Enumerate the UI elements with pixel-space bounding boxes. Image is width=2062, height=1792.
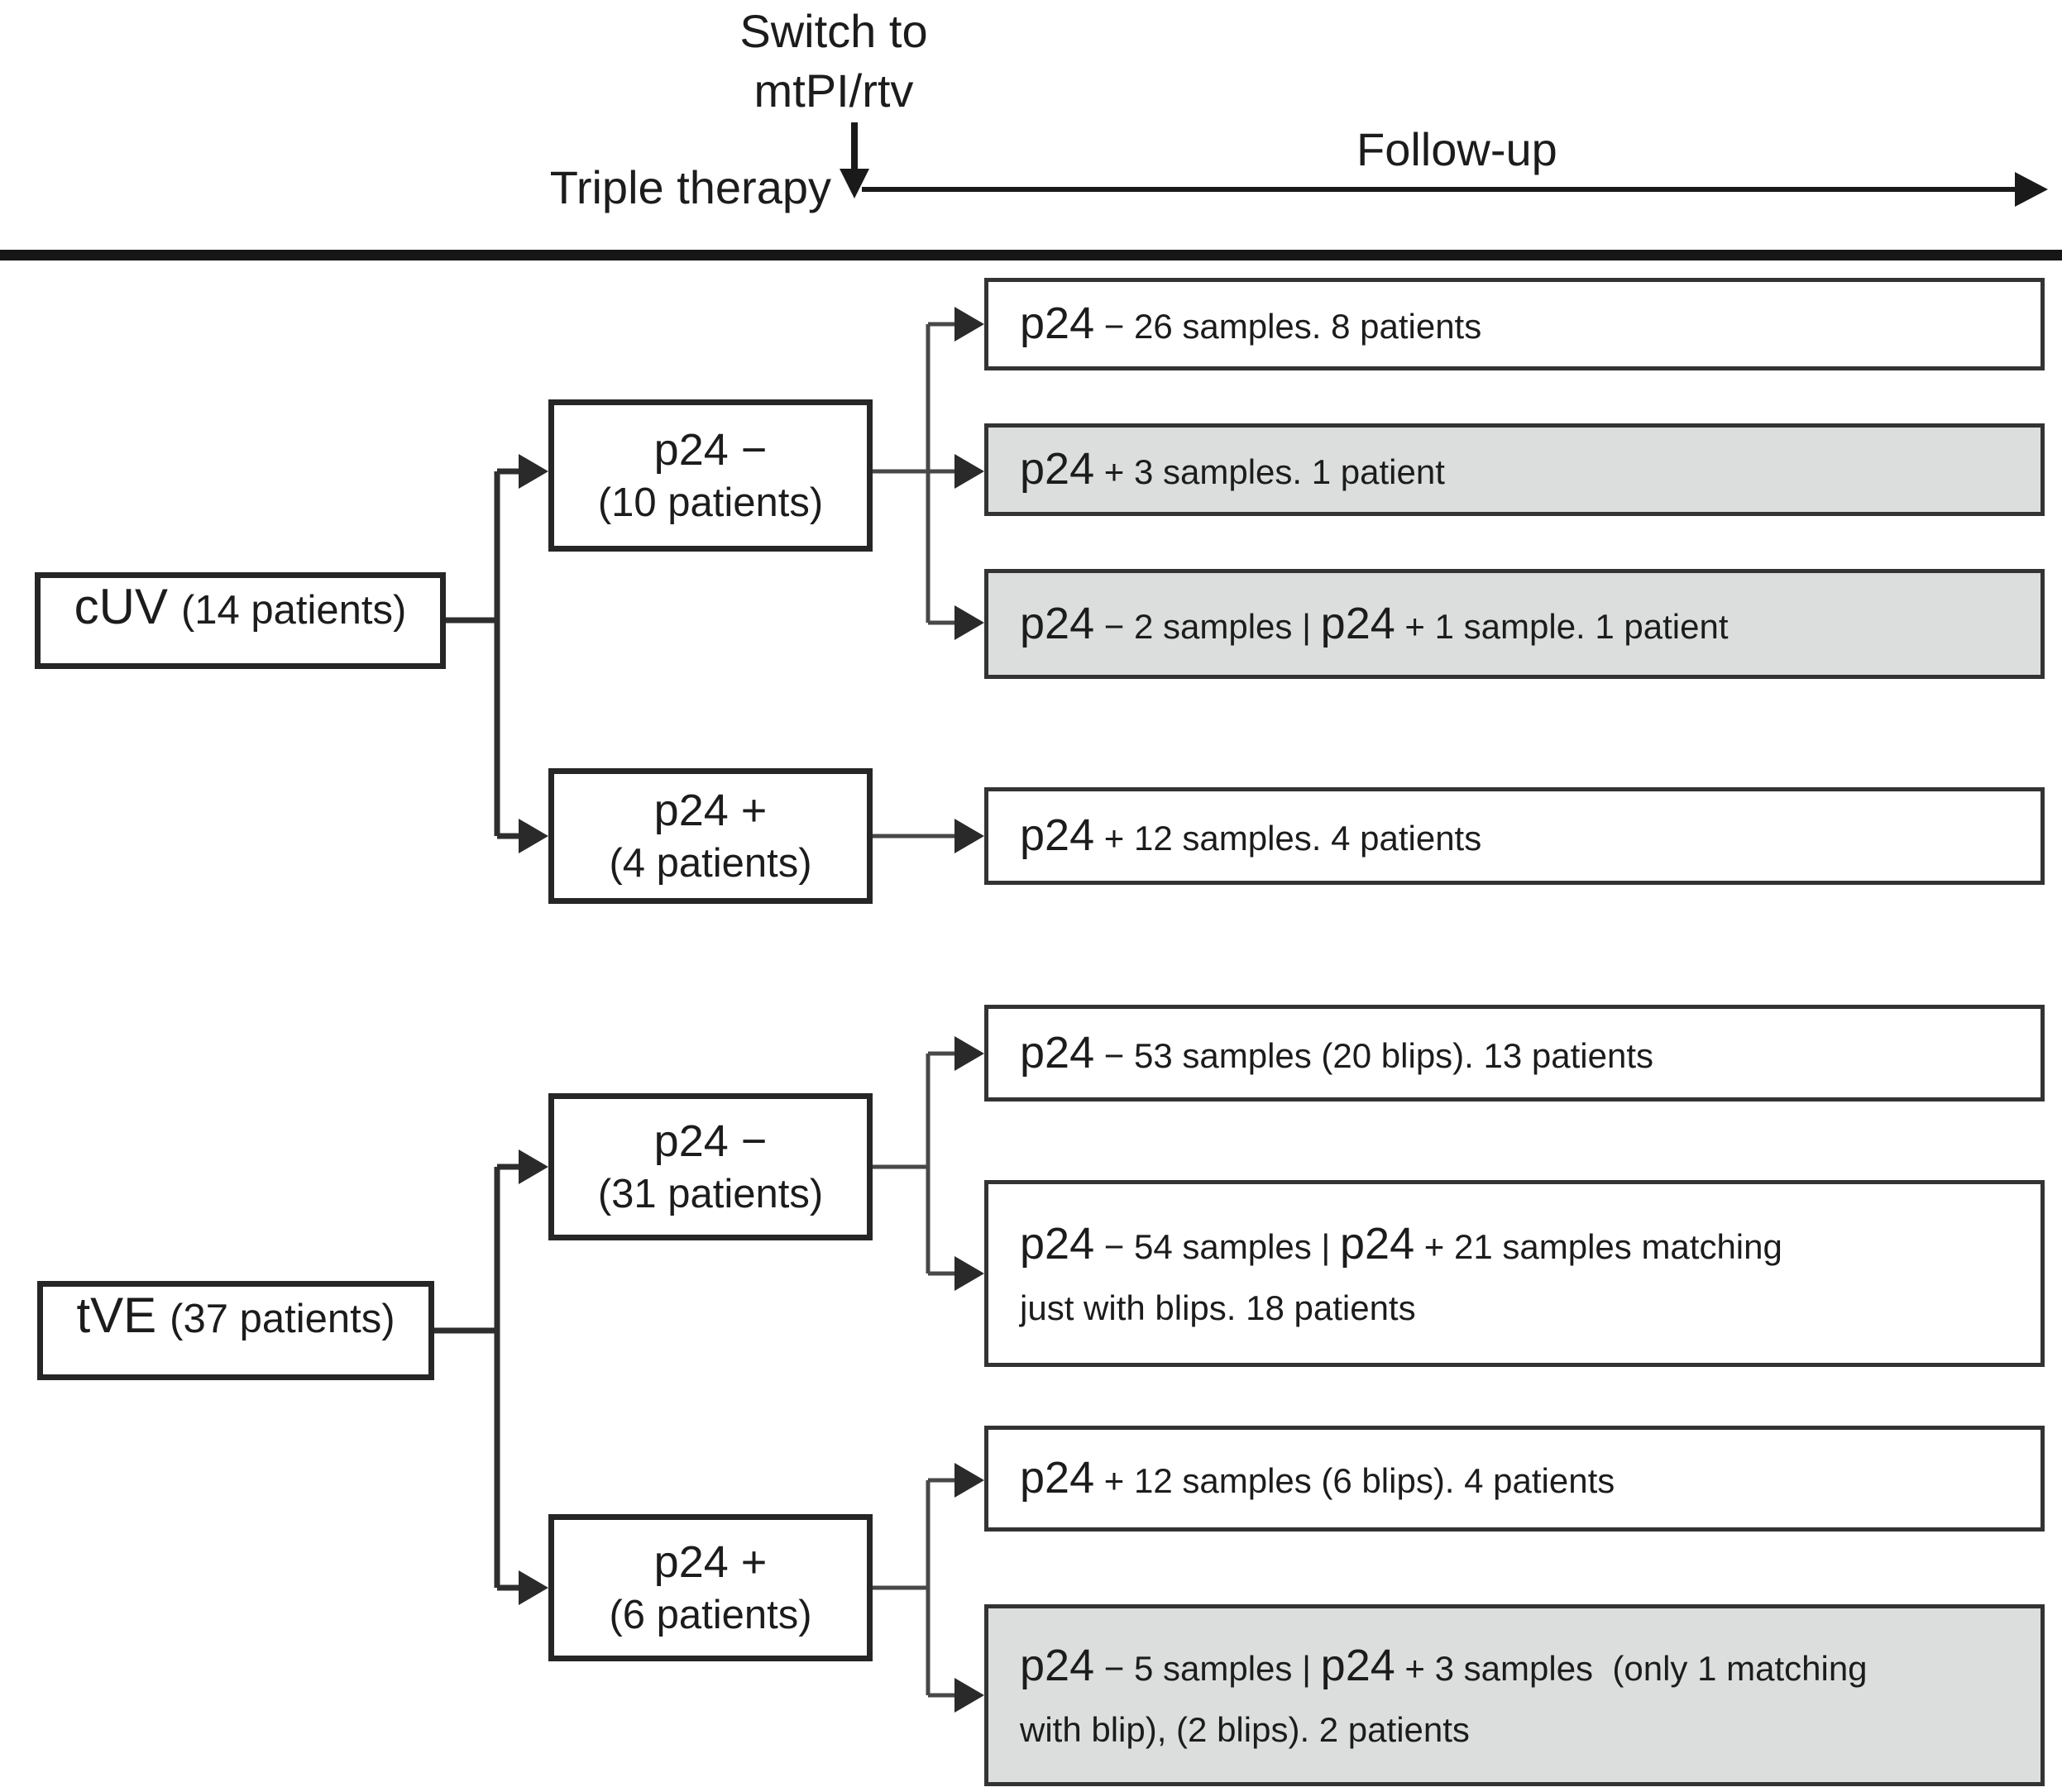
follow-up-arrow-icon (862, 172, 2048, 207)
connector-tve-to-nodes (434, 1164, 520, 1591)
arrowhead-icon (954, 454, 984, 489)
switch-annotation: Switch to mtPI/rtv (677, 2, 991, 120)
outcome-text-line: p24 − 54 samples | p24 + 21 samples matc… (1020, 1219, 1782, 1269)
outcome-text-line: p24 + 12 samples (6 blips). 4 patients (1020, 1453, 1615, 1503)
connector-cuv-to-nodes (446, 468, 520, 839)
cuv-root-label: cUV (74, 579, 168, 634)
switch-annotation-line1: Switch to (739, 5, 928, 57)
arrowhead-icon (954, 1678, 984, 1713)
arrowhead-icon (840, 169, 869, 198)
node-label: p24 − (653, 424, 768, 475)
tve-outcome-neg-blips-box: p24 − 53 samples (20 blips). 13 patients (984, 1005, 2045, 1101)
node-label: p24 + (653, 785, 768, 835)
outcome-text-line: p24 + 3 samples. 1 patient (1020, 444, 1445, 495)
arrowhead-icon (954, 1036, 984, 1071)
node-detail: (10 patients) (597, 480, 824, 526)
cuv-outcome-pos-samples-box: p24 + 3 samples. 1 patient (984, 423, 2045, 516)
cuv-outcome-pos-followup-box: p24 + 12 samples. 4 patients (984, 787, 2045, 885)
tve-outcome-mixed-matching-box: p24 − 54 samples | p24 + 21 samples matc… (984, 1180, 2045, 1367)
arrowhead-icon (519, 1570, 548, 1605)
tve-root-label: tVE (76, 1288, 157, 1343)
arrowhead-icon (954, 605, 984, 640)
node-detail: (4 patients) (609, 841, 812, 886)
node-detail: (31 patients) (597, 1172, 824, 1217)
connector-tve-neg-fanout (873, 1051, 956, 1276)
arrowhead-icon (2015, 172, 2048, 207)
outcome-text-line: with blip), (2 blips). 2 patients (1020, 1709, 1470, 1749)
node-label: p24 + (653, 1536, 768, 1587)
cuv-p24pos-node-box: p24 + (4 patients) (548, 768, 873, 904)
arrowhead-icon (954, 819, 984, 853)
cuv-outcome-mixed-samples-box: p24 − 2 samples | p24 + 1 sample. 1 pati… (984, 569, 2045, 679)
outcome-text-line: p24 + 12 samples. 4 patients (1020, 810, 1482, 861)
arrowhead-icon (519, 819, 548, 853)
tve-outcome-pos-blips-box: p24 + 12 samples (6 blips). 4 patients (984, 1426, 2045, 1532)
cuv-root-detail: (14 patients) (180, 588, 407, 633)
cuv-outcome-neg-samples-box: p24 − 26 samples. 8 patients (984, 278, 2045, 370)
switch-down-arrow-icon (840, 122, 869, 198)
cuv-p24neg-node-box: p24 − (10 patients) (548, 399, 873, 552)
outcome-text-line: just with blips. 18 patients (1020, 1288, 1416, 1327)
connector-cuv-neg-fanout (873, 322, 956, 625)
phase-label-follow-up: Follow-up (1356, 123, 1557, 175)
arrowhead-icon (954, 1463, 984, 1498)
tve-outcome-mixed-blip-box: p24 − 5 samples | p24 + 3 samples (only … (984, 1604, 2045, 1786)
tve-p24pos-node-box: p24 + (6 patients) (548, 1514, 873, 1661)
arrowhead-icon (954, 307, 984, 342)
phase-label-triple-therapy: Triple therapy (549, 161, 831, 213)
node-detail: (6 patients) (609, 1593, 812, 1638)
node-label: p24 − (653, 1116, 768, 1166)
outcome-text-line: p24 − 53 samples (20 blips). 13 patients (1020, 1027, 1653, 1078)
arrowhead-icon (954, 1256, 984, 1291)
switch-annotation-line2: mtPI/rtv (754, 64, 914, 117)
arrowhead-icon (519, 1149, 548, 1184)
tve-root-box: tVE (37 patients) (37, 1281, 434, 1380)
outcome-text-line: p24 − 5 samples | p24 + 3 samples (only … (1020, 1641, 1868, 1691)
outcome-text-line: p24 − 2 samples | p24 + 1 sample. 1 pati… (1020, 598, 1729, 648)
tve-p24neg-node-box: p24 − (31 patients) (548, 1093, 873, 1240)
cuv-root-box: cUV (14 patients) (35, 572, 446, 669)
arrowhead-icon (519, 454, 548, 489)
header-separator (0, 250, 2062, 260)
tve-root-detail: (37 patients) (170, 1297, 395, 1341)
outcome-text-line: p24 − 26 samples. 8 patients (1020, 299, 1482, 349)
connector-tve-pos-fanout (873, 1478, 956, 1698)
